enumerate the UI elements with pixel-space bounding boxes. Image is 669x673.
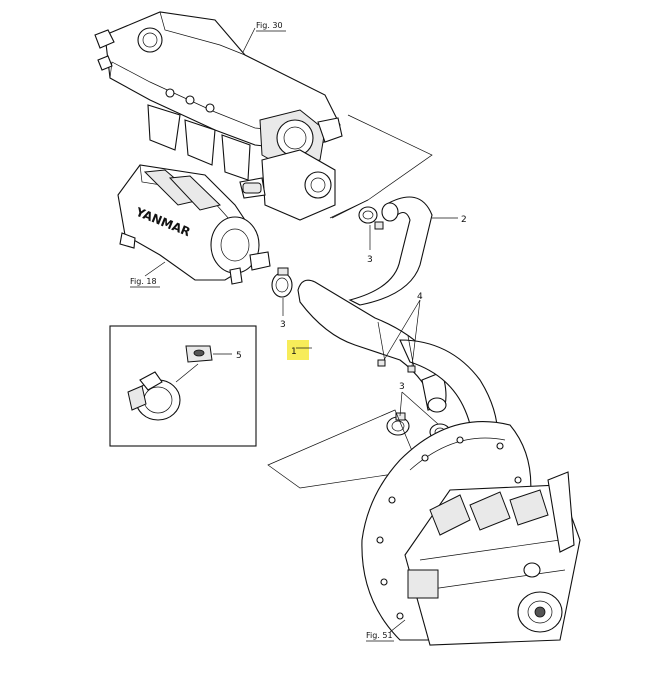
gearbox [404, 471, 581, 646]
hose-clamp-upper [358, 206, 384, 230]
reference-plane-upper [331, 114, 433, 219]
supercharger: YANMAR [117, 164, 271, 285]
callout-5: 5 [236, 351, 242, 361]
fig51-ref: Fig. 51 [366, 631, 393, 640]
callout-1: 1 [291, 347, 297, 357]
fig30-ref: Fig. 30 [256, 21, 283, 30]
callout-3-upper: 3 [367, 255, 373, 265]
callout-2: 2 [461, 215, 467, 225]
hose-clamp-left [271, 267, 293, 298]
callout-3-middle: 3 [399, 382, 405, 392]
fig18-ref: Fig. 18 [130, 277, 157, 286]
callout-3-left: 3 [280, 320, 286, 330]
highlight-marker [287, 340, 309, 360]
engine-block [94, 11, 343, 221]
fig30-leader [242, 27, 256, 53]
callout-4: 4 [417, 292, 423, 302]
detail-inset [109, 325, 257, 447]
hose-part-2 [348, 196, 433, 306]
